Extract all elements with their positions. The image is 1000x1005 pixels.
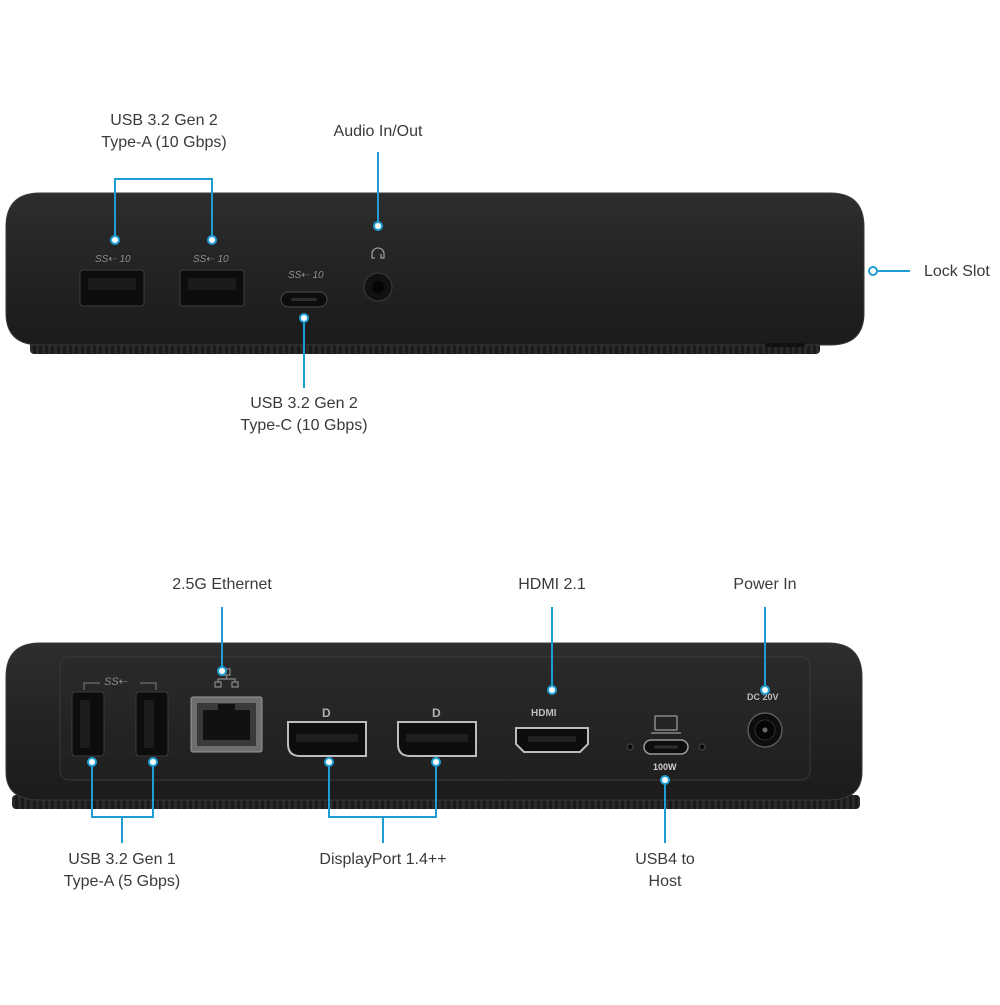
rear-ethernet-port	[190, 668, 263, 753]
front-usb-a-port-2: SS⇠ 10	[179, 254, 245, 307]
rear-dp-2-marking: D	[432, 706, 441, 720]
rear-usb4-host-port: 100W	[626, 715, 706, 772]
label-audio: Audio In/Out	[303, 121, 453, 143]
callout-dot	[373, 221, 383, 231]
label-displayport-text: DisplayPort 1.4++	[319, 851, 447, 868]
label-usb-c-gen2: USB 3.2 Gen 2 Type-C (10 Gbps)	[204, 393, 404, 437]
rear-displayport-2: D	[397, 706, 477, 757]
label-ethernet-text: 2.5G Ethernet	[172, 576, 272, 593]
label-displayport: DisplayPort 1.4++	[293, 849, 473, 871]
rear-displayport-1: D	[287, 706, 367, 757]
label-usb-a-gen1: USB 3.2 Gen 1 Type-A (5 Gbps)	[22, 849, 222, 893]
label-hdmi: HDMI 2.1	[492, 574, 612, 596]
front-foot	[765, 343, 805, 347]
front-callout-lines	[114, 152, 910, 388]
label-hdmi-text: HDMI 2.1	[518, 576, 586, 593]
front-dock: SS⇠ 10 SS⇠ 10 SS⇠ 10	[5, 192, 865, 354]
callout-dot	[207, 235, 217, 245]
callout-dot	[868, 266, 878, 276]
network-icon	[214, 668, 239, 688]
front-audio-jack	[363, 247, 393, 302]
label-usb4: USB4 to Host	[605, 849, 725, 893]
label-usb-a-gen2: USB 3.2 Gen 2 Type-A (10 Gbps)	[64, 110, 264, 154]
laptop-icon	[651, 715, 681, 734]
callout-line-usb-a-gen2	[114, 178, 213, 240]
rear-callout-dots	[87, 666, 770, 785]
rear-hdmi-port: HDMI	[515, 708, 589, 753]
label-usb-c-gen2-line2: Type-C (10 Gbps)	[240, 417, 368, 434]
callout-dot	[148, 757, 158, 767]
rear-power-port: DC 20V	[747, 692, 783, 748]
front-usb-c-marking: SS⇠ 10	[288, 270, 324, 281]
headphone-icon	[371, 247, 385, 259]
callout-dot	[547, 685, 557, 695]
callout-dot	[299, 313, 309, 323]
callout-dot	[431, 757, 441, 767]
label-lock-slot: Lock Slot	[924, 261, 990, 283]
front-usb-a-port-1: SS⇠ 10	[79, 254, 145, 307]
callout-dot	[217, 666, 227, 676]
label-usb-c-gen2-line1: USB 3.2 Gen 2	[250, 395, 358, 412]
rear-usb-a-port-1	[71, 691, 105, 757]
callout-dot	[660, 775, 670, 785]
callout-dot	[110, 235, 120, 245]
front-dock-body	[5, 192, 865, 346]
rear-usb4-power-marking: 100W	[653, 762, 677, 772]
rear-dock: SS⇠ D	[5, 642, 863, 809]
rear-hdmi-marking: HDMI	[531, 708, 557, 719]
label-ethernet: 2.5G Ethernet	[147, 574, 297, 596]
front-usb-a-1-marking: SS⇠ 10	[95, 254, 131, 265]
label-audio-text: Audio In/Out	[333, 123, 423, 140]
callout-dot	[760, 685, 770, 695]
front-callout-dots	[110, 221, 878, 323]
rear-usb-a-port-2	[135, 691, 169, 757]
rear-dp-1-marking: D	[322, 706, 331, 720]
rear-dc-marking: DC 20V	[747, 692, 779, 702]
label-usb-a-gen1-line2: Type-A (5 Gbps)	[63, 873, 181, 890]
label-usb-a-gen2-line1: USB 3.2 Gen 2	[110, 112, 218, 129]
callout-line-usb-a-gen1	[91, 762, 154, 843]
rear-usb-ss-marking: SS⇠	[104, 676, 128, 688]
label-usb4-line2: Host	[648, 873, 682, 890]
label-power-text: Power In	[733, 576, 797, 593]
label-usb4-line1: USB4 to	[635, 851, 695, 868]
label-power: Power In	[705, 574, 825, 596]
callout-dot	[324, 757, 334, 767]
label-usb-a-gen1-line1: USB 3.2 Gen 1	[68, 851, 176, 868]
callout-line-displayport	[328, 762, 437, 843]
front-usb-c-port: SS⇠ 10	[280, 270, 328, 308]
label-usb-a-gen2-line2: Type-A (10 Gbps)	[101, 134, 227, 151]
callout-dot	[87, 757, 97, 767]
front-usb-a-2-marking: SS⇠ 10	[193, 254, 229, 265]
label-lock-slot-text: Lock Slot	[924, 263, 990, 280]
rear-usb-bracket	[83, 682, 157, 690]
rear-callout-lines	[91, 607, 766, 843]
